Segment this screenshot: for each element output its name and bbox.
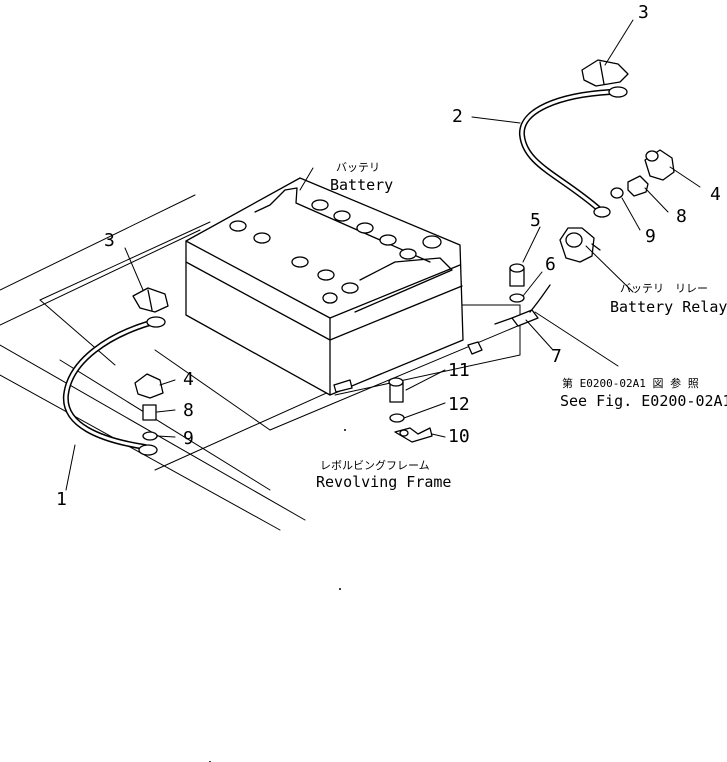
callout-2: 2 <box>452 106 463 127</box>
reference-label-jp: 第 E0200-02A1 図 参 照 <box>562 376 699 390</box>
terminal-cover-3-left <box>132 287 169 313</box>
frame-label-en: Revolving Frame <box>316 473 451 491</box>
part-labels: バッテリ Battery バッテリ リレー Battery Relay レボルビ… <box>316 161 727 491</box>
callout-4-right: 4 <box>710 184 721 205</box>
clamp-7 <box>494 284 551 327</box>
battery-label-en: Battery <box>330 176 393 194</box>
callout-4-left: 4 <box>183 369 194 390</box>
bolt-5 <box>509 263 525 287</box>
bracket-small <box>333 379 353 393</box>
cap-4-left <box>134 373 164 399</box>
terminal-10 <box>394 427 433 443</box>
callout-7: 7 <box>551 346 562 367</box>
cap-4-right <box>644 149 675 181</box>
relay-label-en: Battery Relay <box>610 298 727 316</box>
nut-block <box>467 341 483 355</box>
battery-label-jp: バッテリ <box>336 161 380 174</box>
frame-label-jp: レボルビングフレーム <box>320 458 430 472</box>
callout-9-right: 9 <box>645 226 656 247</box>
terminal-cover-3-top <box>581 59 629 87</box>
washer-6 <box>509 293 525 303</box>
cable-1 <box>62 316 166 456</box>
leader-lines <box>65 19 701 491</box>
reference-label-en: See Fig. E0200-02A1 <box>560 392 727 410</box>
washer-12 <box>389 413 405 423</box>
battery-relay <box>559 227 601 263</box>
battery-terminals <box>229 199 442 304</box>
callout-6: 6 <box>545 254 556 275</box>
callout-numbers: 3 2 4 8 9 5 6 7 3 4 8 9 1 11 12 10 <box>56 2 721 510</box>
bolt-8-left <box>142 404 157 421</box>
callout-1: 1 <box>56 489 67 510</box>
washer-9-right <box>610 187 624 199</box>
cable-2 <box>519 86 628 218</box>
callout-3-top: 3 <box>638 2 649 23</box>
callout-12: 12 <box>448 394 470 415</box>
callout-9-left: 9 <box>183 428 194 449</box>
callout-8-right: 8 <box>676 206 687 227</box>
callout-10: 10 <box>448 426 470 447</box>
relay-label-jp: バッテリ リレー <box>620 282 708 295</box>
bolt-11 <box>388 377 404 403</box>
callout-3-left: 3 <box>104 230 115 251</box>
callout-8-left: 8 <box>183 400 194 421</box>
battery <box>185 177 464 396</box>
callout-11: 11 <box>448 360 470 381</box>
callout-5: 5 <box>530 210 541 231</box>
bolt-8-right <box>627 175 649 197</box>
washer-9-left <box>142 431 158 441</box>
